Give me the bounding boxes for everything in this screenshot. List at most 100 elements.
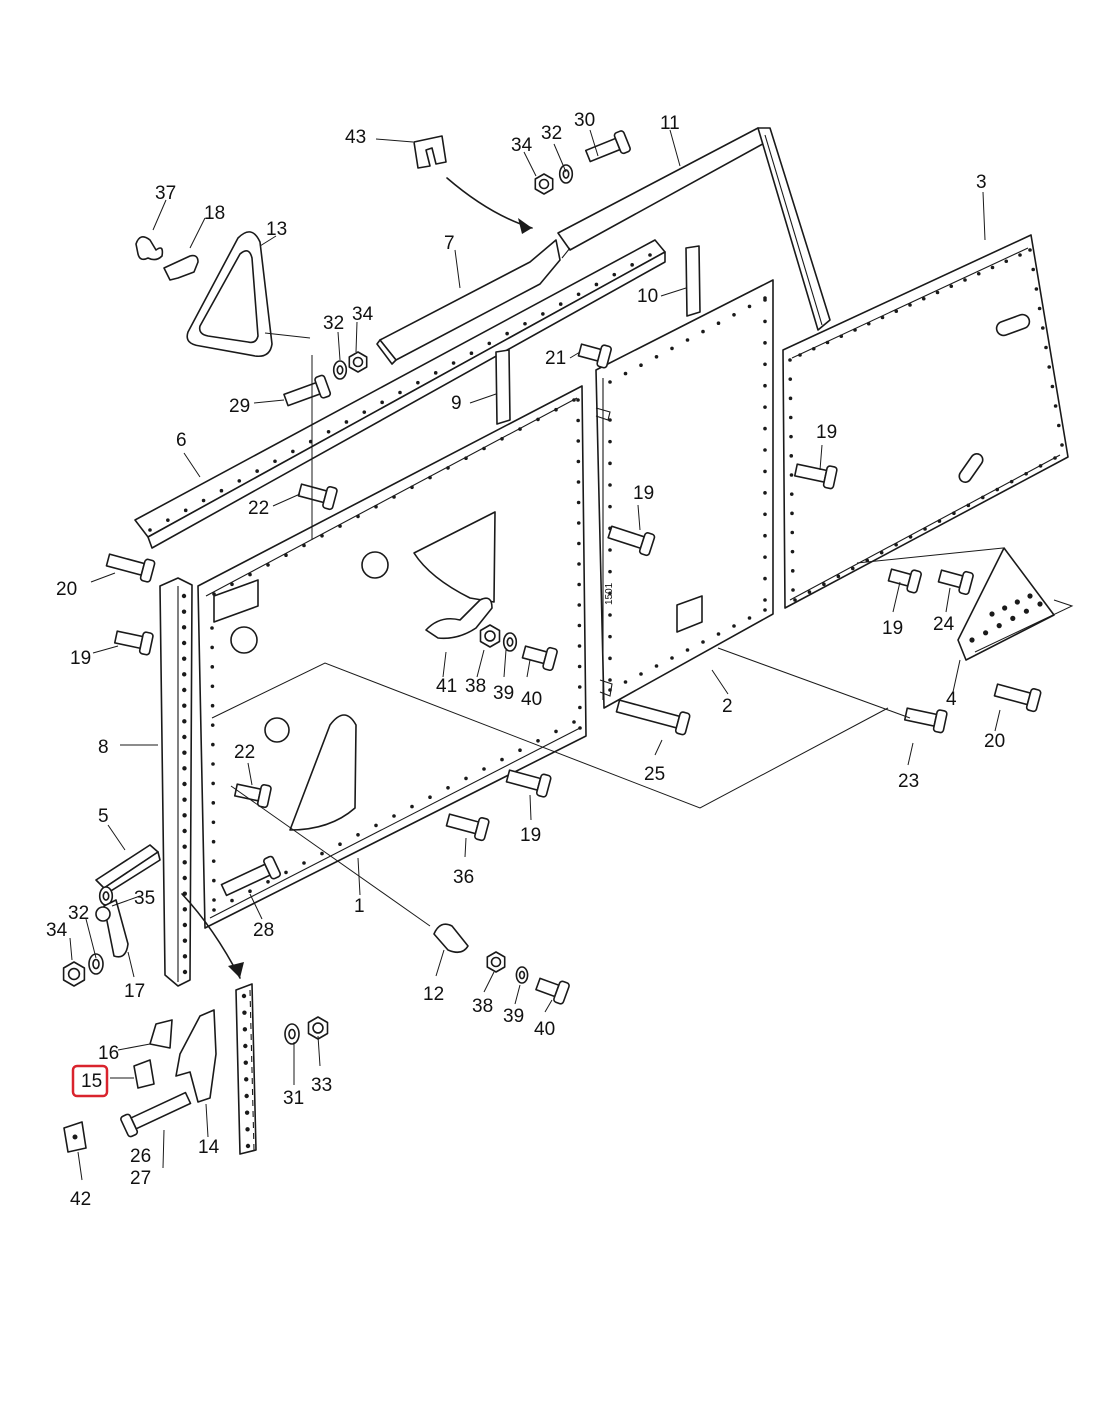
rivet-hole [793, 598, 797, 602]
callout-15[interactable]: 15 [81, 1071, 102, 1092]
callout-35: 35 [134, 888, 155, 909]
rivet-hole [182, 844, 187, 849]
rivet-hole [577, 541, 581, 546]
callout-6: 6 [176, 430, 187, 451]
callout-38-b: 38 [472, 996, 493, 1017]
rivet-hole [243, 1060, 248, 1065]
rivet-hole [148, 528, 152, 532]
rivet-hole [908, 303, 912, 307]
rivet-hole [344, 420, 349, 424]
rivet-hole [464, 456, 468, 461]
rivet-hole [181, 625, 187, 630]
rivet-hole [577, 582, 581, 587]
nut-38-b [486, 951, 506, 973]
rivet-hole [789, 434, 793, 439]
rivet-hole [166, 518, 170, 522]
rivet-hole [183, 508, 188, 513]
rivet-hole [320, 851, 324, 856]
rivet-hole [949, 284, 954, 289]
callout-18: 18 [204, 203, 225, 224]
callout-32-c: 32 [68, 903, 89, 924]
callout-19-e: 19 [520, 825, 541, 846]
rivet-hole [608, 504, 612, 509]
rivet-hole [789, 454, 794, 458]
rivet-hole [182, 828, 187, 834]
bolt-19-a [793, 463, 838, 490]
rivet-hole [1031, 267, 1035, 272]
callout-22-b: 22 [234, 742, 255, 763]
callout-19-b: 19 [633, 483, 654, 504]
rivet-hole [850, 566, 855, 571]
rivet-hole [1009, 479, 1014, 484]
rivet-hole [211, 781, 215, 786]
rivet-hole [763, 383, 767, 388]
tube-7 [376, 239, 561, 365]
rivet-hole [576, 521, 581, 525]
washer-39-a [502, 632, 518, 652]
callout-9: 9 [451, 393, 462, 414]
rivet-hole [572, 398, 576, 402]
rivet-hole [210, 645, 214, 650]
rivet-hole [639, 672, 643, 676]
rivet-hole [398, 390, 402, 395]
callout-20-a: 20 [56, 579, 77, 600]
callout-21: 21 [545, 348, 566, 369]
rivet-hole [536, 739, 540, 743]
panel-2: 1501 [595, 279, 774, 709]
callout-22-a: 22 [248, 498, 269, 519]
rivet-hole [356, 514, 360, 519]
rivet-hole [908, 535, 913, 539]
rivet-hole [790, 530, 795, 535]
rivet-hole [639, 363, 643, 368]
clip-16 [149, 1019, 173, 1049]
bolt-22-a [297, 483, 338, 511]
bolt-20-b [993, 683, 1042, 713]
callout-19-d: 19 [70, 648, 91, 669]
rivet-hole [763, 491, 767, 495]
rivet-hole [654, 355, 659, 359]
rivet-hole [1038, 464, 1043, 468]
callout-11: 11 [660, 113, 680, 134]
post-8 [159, 577, 193, 987]
rivet-hole [245, 1143, 251, 1149]
rivet-hole [211, 762, 215, 766]
rivet-hole [578, 705, 582, 710]
rivet-hole [935, 290, 940, 295]
rivet-hole [1004, 259, 1009, 264]
rivet-hole [576, 439, 581, 443]
rivet-hole [789, 473, 794, 477]
rivet-hole [291, 449, 295, 454]
rivet-hole [518, 427, 522, 431]
panel-3 [782, 234, 1069, 609]
rivet-hole [577, 664, 582, 669]
rivet-hole [623, 680, 628, 684]
rivet-hole [182, 954, 188, 959]
bolt-19-d [113, 630, 154, 656]
rivet-hole [374, 504, 378, 509]
rivet-hole [732, 313, 736, 317]
rivet-hole [790, 549, 795, 554]
post-10 [685, 245, 701, 317]
rivet-hole [576, 292, 581, 297]
rivet-hole [732, 624, 736, 628]
rivet-hole [791, 588, 795, 592]
rivet-hole [894, 542, 898, 547]
rivet-hole [921, 296, 926, 301]
rivet-hole [1014, 599, 1020, 605]
rivet-hole [182, 938, 188, 943]
rivet-hole [210, 703, 215, 708]
callout-33: 33 [311, 1075, 332, 1096]
rivet-hole [763, 576, 767, 581]
rivet-hole [211, 839, 216, 844]
rivet-hole [182, 797, 187, 802]
callout-14: 14 [198, 1137, 220, 1158]
rivet-hole [654, 664, 659, 668]
rivet-hole [211, 820, 216, 825]
bolt-26 [120, 1091, 192, 1138]
wing-nut-37 [135, 236, 164, 261]
callout-39-b: 39 [503, 1006, 524, 1027]
callout-42: 42 [70, 1189, 91, 1210]
rivet-hole [788, 396, 793, 401]
rivet-hole [182, 781, 187, 787]
rivet-hole [374, 823, 378, 828]
